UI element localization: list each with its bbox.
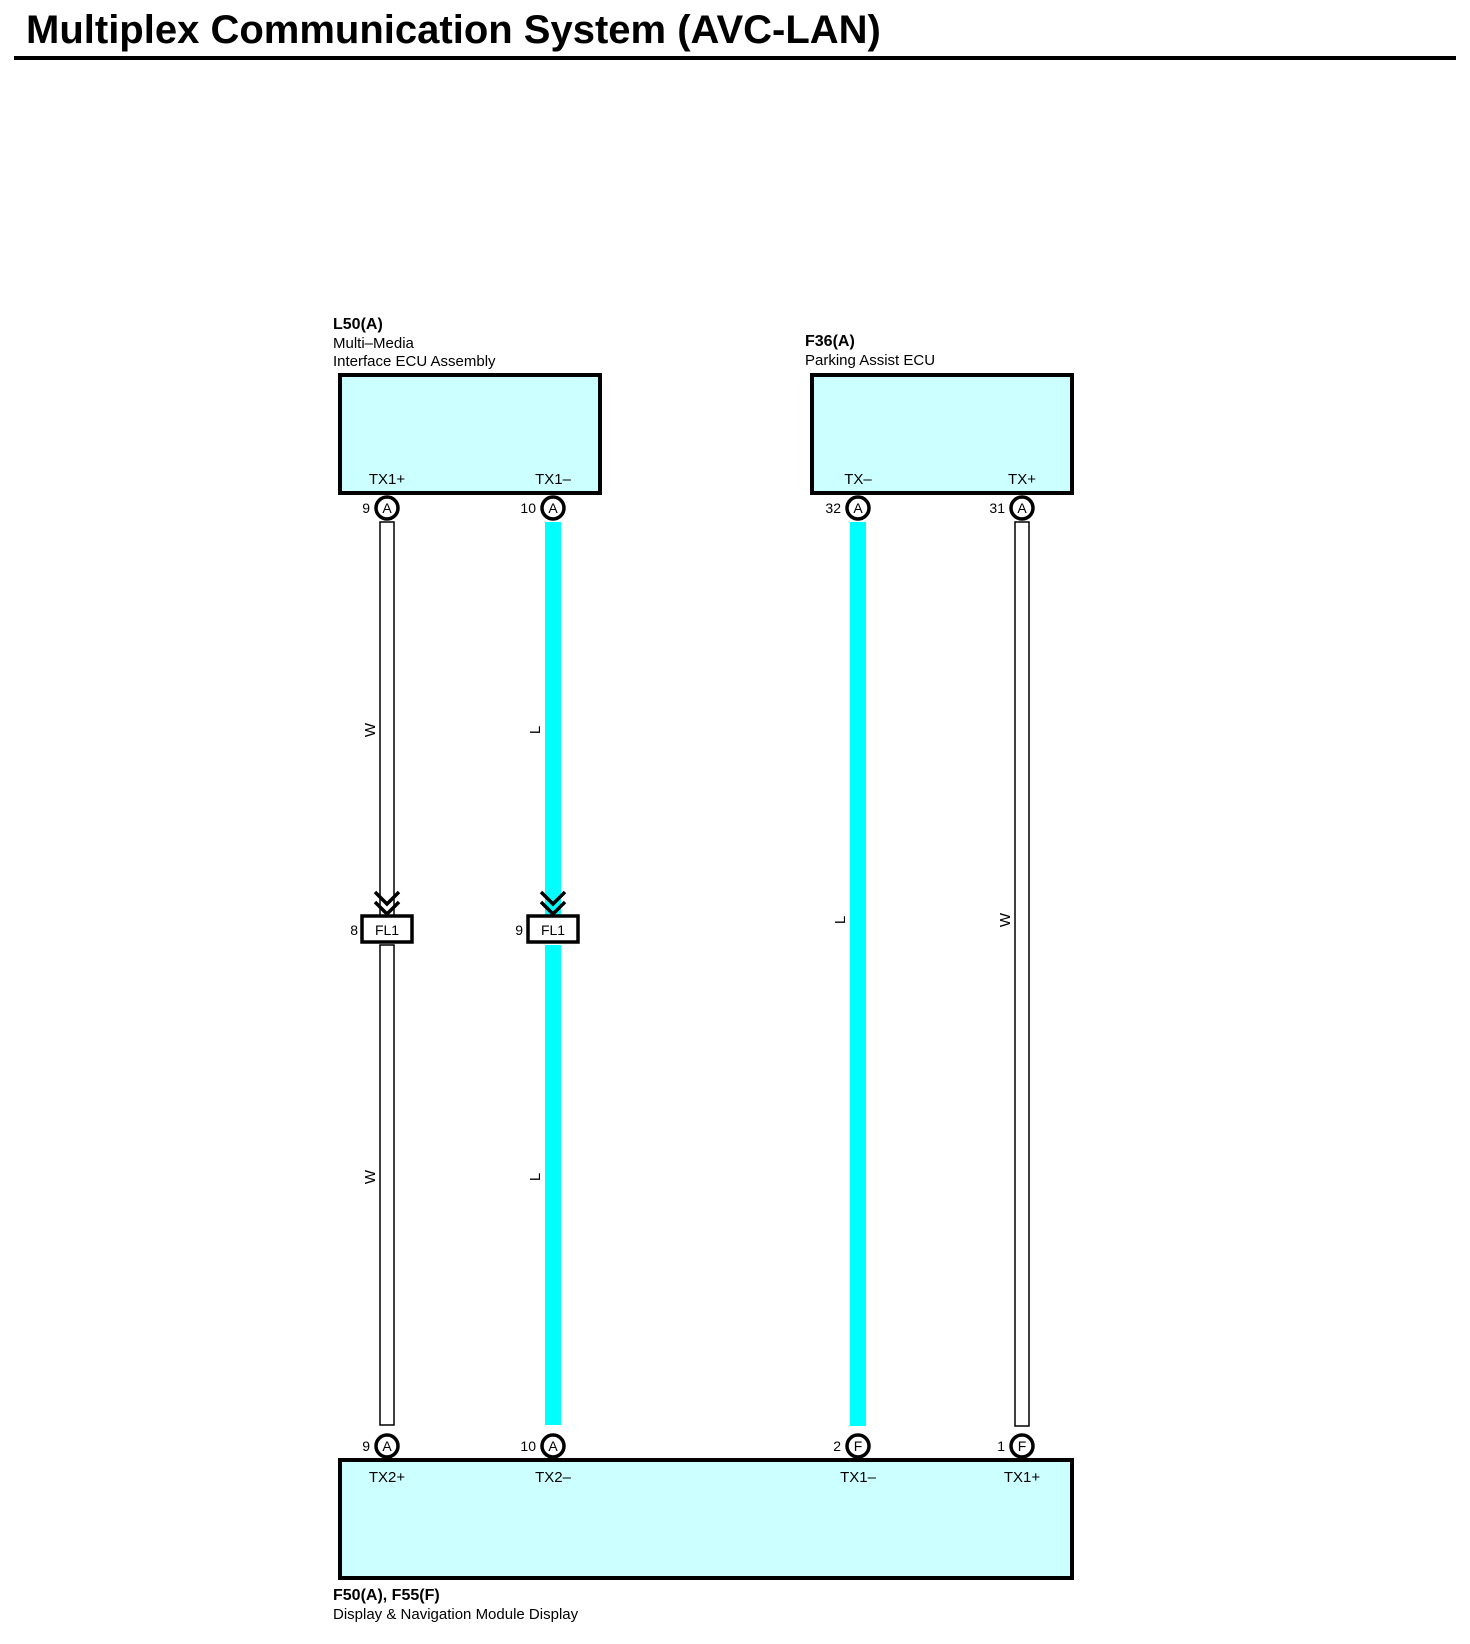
terminal-dnm-f-pin-2[interactable]: F 2 bbox=[833, 1433, 871, 1459]
junction-fl1-w2-pin: 9 bbox=[515, 922, 523, 938]
svg-text:A: A bbox=[382, 1438, 392, 1454]
parking-assist-ecu-code: F36(A) bbox=[805, 333, 855, 350]
svg-text:A: A bbox=[382, 500, 392, 516]
parking-assist-ecu-desc: Parking Assist ECU bbox=[805, 352, 935, 369]
mmi-ecu-box[interactable] bbox=[338, 373, 602, 495]
wire-w2-color-lower: L bbox=[527, 1173, 544, 1181]
junction-fl1-w2[interactable]: FL1 9 bbox=[515, 890, 580, 944]
display-nav-module-desc: Display & Navigation Module Display bbox=[333, 1606, 579, 1623]
signal-mmi-tx1-minus: TX1– bbox=[535, 471, 572, 488]
wire-w3[interactable] bbox=[850, 522, 866, 1426]
svg-text:10: 10 bbox=[520, 1438, 536, 1454]
svg-text:2: 2 bbox=[833, 1438, 841, 1454]
chevron-down-icon bbox=[373, 890, 401, 917]
svg-text:A: A bbox=[548, 1438, 558, 1454]
signal-dnm-tx2-plus: TX2+ bbox=[369, 1469, 406, 1486]
display-nav-module-box[interactable] bbox=[338, 1458, 1074, 1580]
chevron-down-icon bbox=[539, 890, 567, 917]
parking-assist-ecu-box[interactable] bbox=[810, 373, 1074, 495]
svg-text:F: F bbox=[854, 1438, 863, 1454]
svg-text:31: 31 bbox=[989, 500, 1005, 516]
wire-w1-color-upper: W bbox=[362, 722, 379, 737]
svg-text:9: 9 bbox=[362, 1438, 370, 1454]
terminal-pa-pin-31[interactable]: A 31 bbox=[989, 495, 1035, 521]
wire-w4-color: W bbox=[997, 912, 1014, 927]
svg-text:32: 32 bbox=[825, 500, 841, 516]
svg-text:A: A bbox=[548, 500, 558, 516]
display-nav-module-code: F50(A), F55(F) bbox=[333, 1587, 440, 1604]
junction-fl1-w1[interactable]: FL1 8 bbox=[350, 890, 414, 944]
wire-w3-color: L bbox=[832, 916, 849, 924]
signal-pa-tx-minus: TX– bbox=[844, 471, 872, 488]
svg-text:F: F bbox=[1018, 1438, 1027, 1454]
terminal-mmi-pin-10[interactable]: A 10 bbox=[520, 495, 566, 521]
signal-dnm-tx1-plus: TX1+ bbox=[1004, 1469, 1041, 1486]
signal-dnm-tx1-minus: TX1– bbox=[840, 1469, 877, 1486]
mmi-ecu-desc-2: Interface ECU Assembly bbox=[333, 353, 496, 370]
terminal-dnm-f-pin-1[interactable]: F 1 bbox=[997, 1433, 1035, 1459]
signal-mmi-tx1-plus: TX1+ bbox=[369, 471, 406, 488]
mmi-ecu-desc-1: Multi–Media bbox=[333, 335, 415, 352]
svg-text:A: A bbox=[853, 500, 863, 516]
svg-text:9: 9 bbox=[362, 500, 370, 516]
signal-dnm-tx2-minus: TX2– bbox=[535, 1469, 572, 1486]
wire-w2-lower[interactable] bbox=[545, 945, 561, 1425]
wire-w2-upper[interactable] bbox=[545, 522, 561, 916]
svg-text:1: 1 bbox=[997, 1438, 1005, 1454]
title-rule bbox=[14, 56, 1456, 60]
junction-fl1-w1-pin: 8 bbox=[350, 922, 358, 938]
junction-fl1-w1-label: FL1 bbox=[375, 922, 399, 938]
svg-text:10: 10 bbox=[520, 500, 536, 516]
wire-w1-color-lower: W bbox=[362, 1169, 379, 1184]
mmi-ecu-code: L50(A) bbox=[333, 316, 383, 333]
terminal-pa-pin-32[interactable]: A 32 bbox=[825, 495, 871, 521]
wire-w4[interactable] bbox=[1014, 521, 1030, 1427]
terminal-dnm-a-pin-9[interactable]: A 9 bbox=[362, 1433, 400, 1459]
wire-w2-color-upper: L bbox=[527, 726, 544, 734]
page-title: Multiplex Communication System (AVC-LAN) bbox=[26, 8, 881, 52]
wire-w1-upper[interactable] bbox=[379, 521, 395, 917]
terminal-mmi-pin-9[interactable]: A 9 bbox=[362, 495, 400, 521]
junction-fl1-w2-label: FL1 bbox=[541, 922, 565, 938]
svg-text:A: A bbox=[1017, 500, 1027, 516]
wire-w1-lower[interactable] bbox=[379, 944, 395, 1426]
signal-pa-tx-plus: TX+ bbox=[1008, 471, 1036, 488]
terminal-dnm-a-pin-10[interactable]: A 10 bbox=[520, 1433, 566, 1459]
